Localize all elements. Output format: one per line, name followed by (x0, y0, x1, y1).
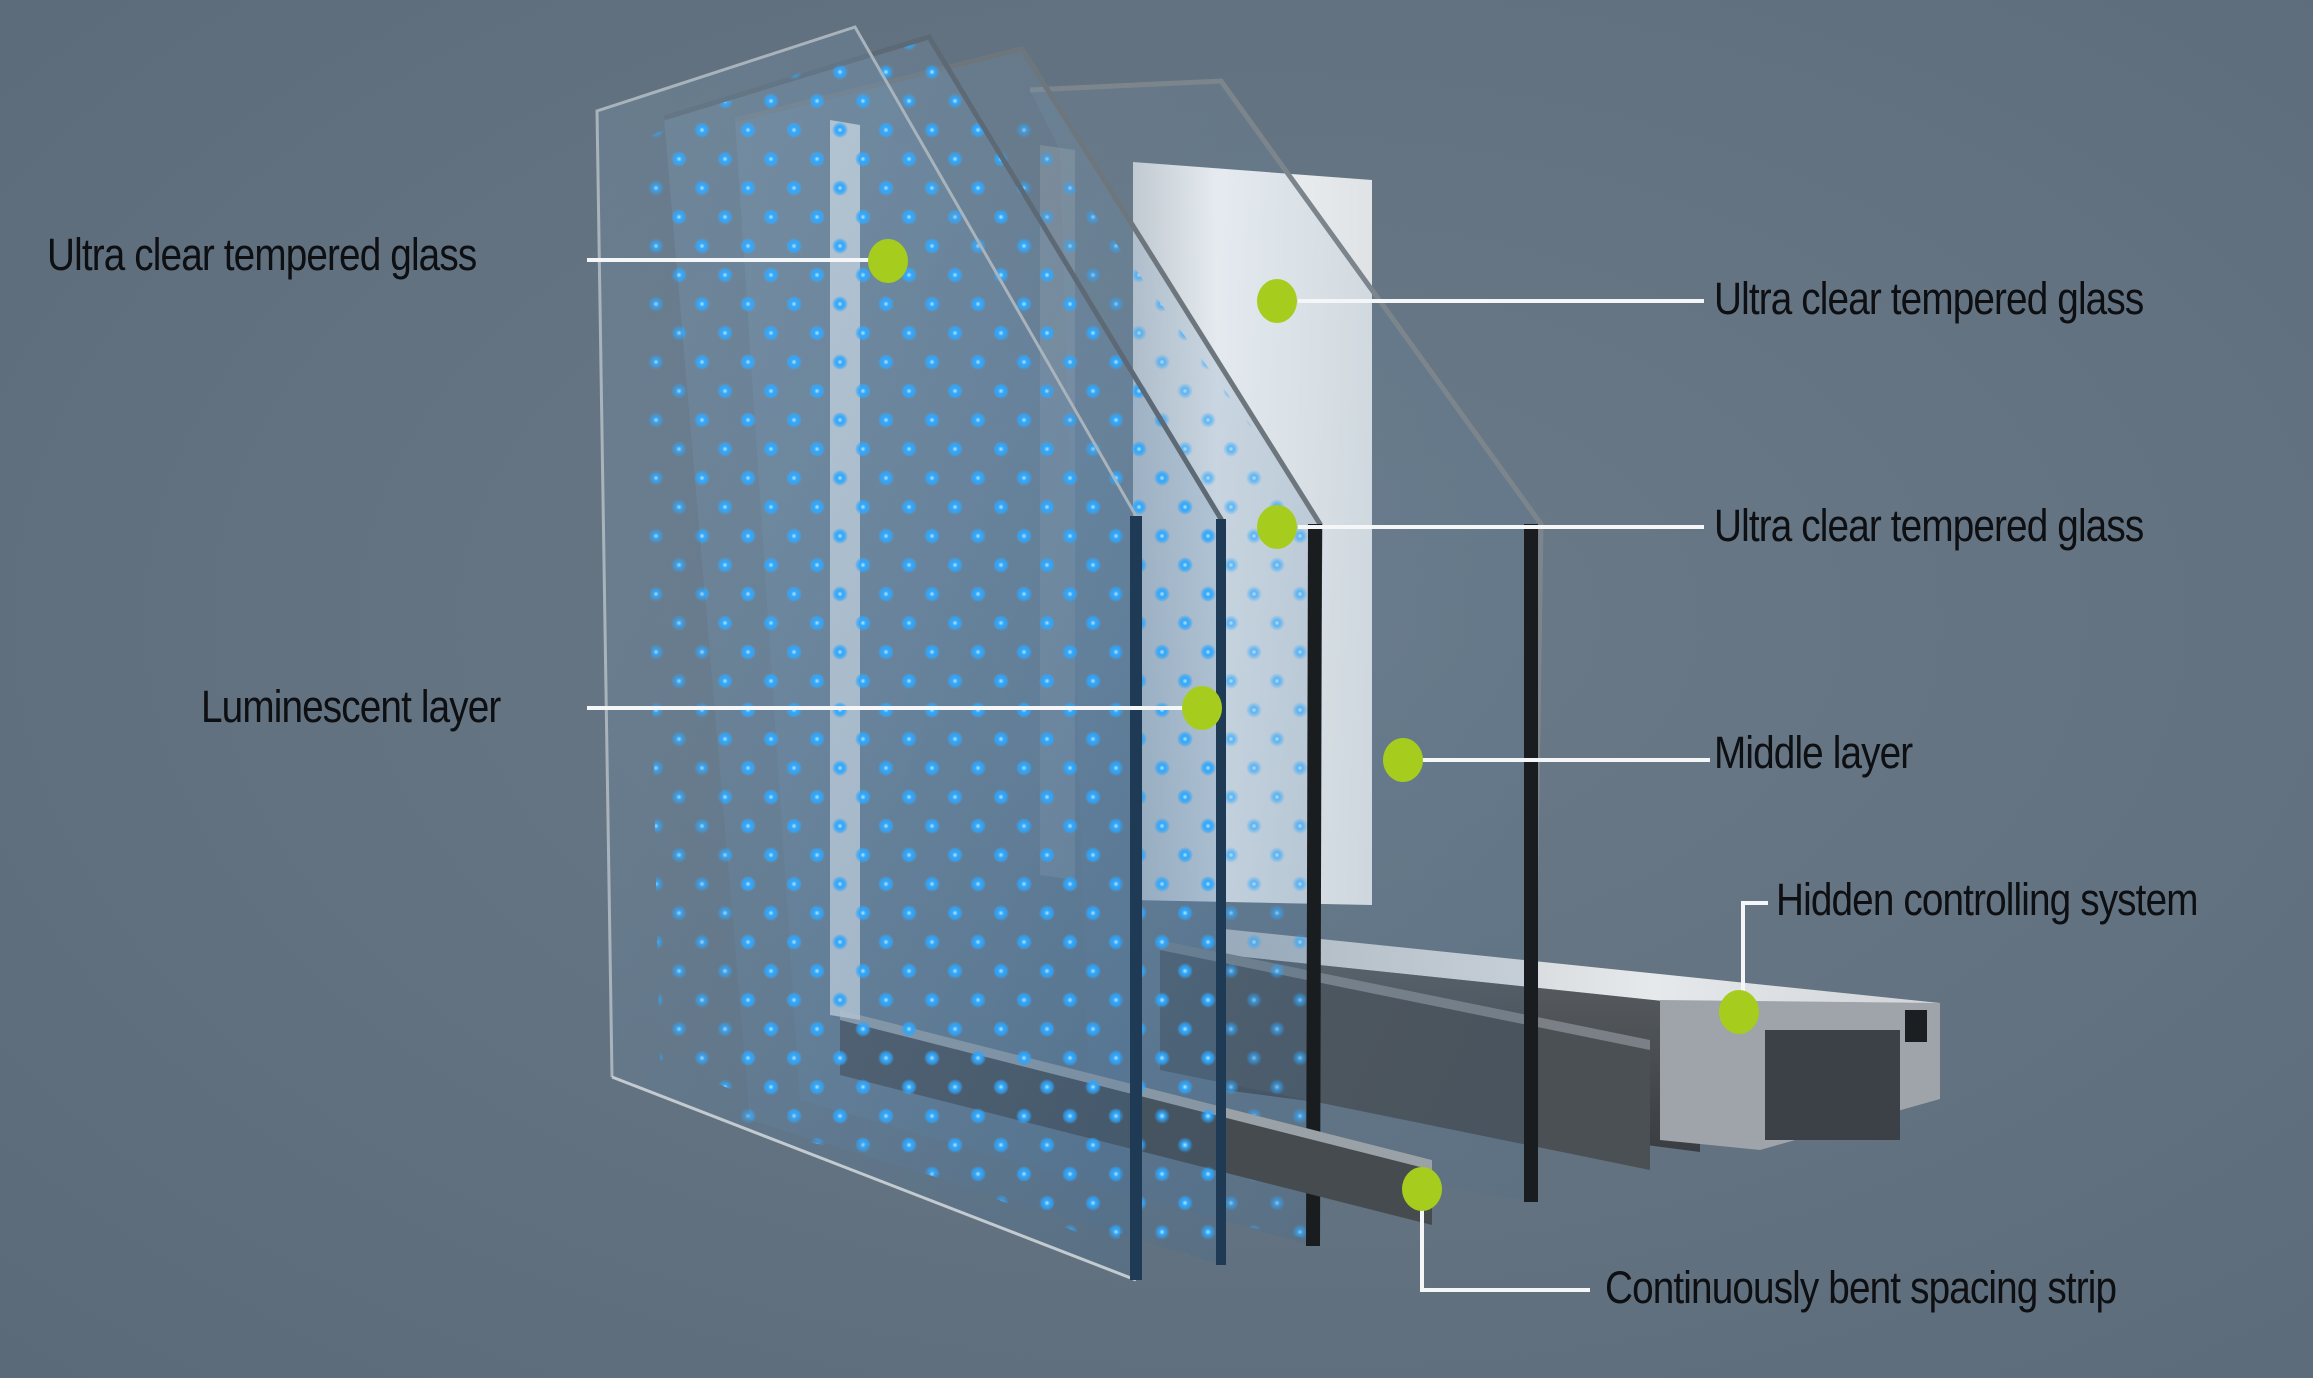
leader-lines (587, 258, 1768, 1292)
label-left-top: Ultra clear tempered glass (47, 229, 477, 280)
marker-luminescent-icon (1182, 686, 1222, 730)
marker-spacer-icon (1402, 1167, 1442, 1211)
label-luminescent-layer: Luminescent layer (201, 681, 501, 732)
label-right-top: Ultra clear tempered glass (1714, 273, 2144, 324)
label-continuously-bent-spacing-strip: Continuously bent spacing strip (1605, 1262, 2117, 1313)
marker-middle-icon (1383, 738, 1423, 782)
leader-spacer (1420, 1205, 1590, 1292)
marker-dots (868, 239, 1759, 1211)
marker-right-mid-icon (1257, 505, 1297, 549)
label-middle-layer: Middle layer (1714, 727, 1913, 778)
label-right-mid: Ultra clear tempered glass (1714, 500, 2144, 551)
marker-controller-icon (1719, 990, 1759, 1034)
glass-pane-1-outer (595, 25, 1142, 1282)
label-hidden-controlling-system: Hidden controlling system (1776, 874, 2198, 925)
marker-left-top-icon (868, 239, 908, 283)
marker-right-top-icon (1257, 279, 1297, 323)
leader-controller (1741, 901, 1768, 995)
